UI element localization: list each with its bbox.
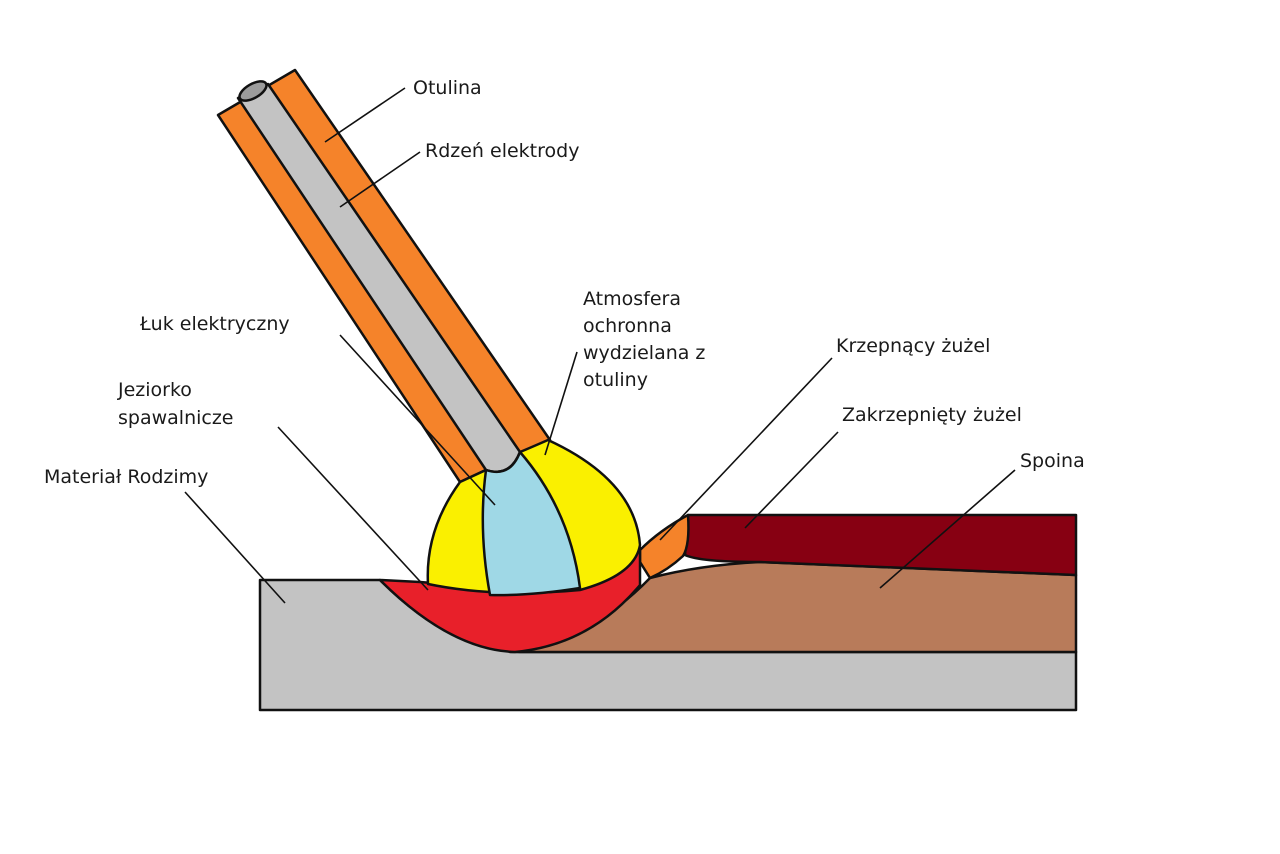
electric-arc xyxy=(481,450,582,597)
leader-zakrzepniety xyxy=(744,431,839,529)
solidifying-slag xyxy=(638,513,690,580)
label-krzepnacy: Krzepnący żużel xyxy=(836,335,990,357)
leader-material xyxy=(184,491,286,604)
label-material: Materiał Rodzimy xyxy=(44,466,208,488)
solidified-slag xyxy=(683,513,1078,577)
label-spoina: Spoina xyxy=(1020,450,1085,472)
label-jeziorko: Jeziorko spawalnicze xyxy=(117,379,234,429)
label-zakrzepniety: Zakrzepnięty żużel xyxy=(842,404,1022,426)
leader-jeziorko xyxy=(277,426,429,591)
label-rdzen: Rdzeń elektrody xyxy=(425,140,579,162)
label-atmosfera: Atmosfera ochronna wydzielana z otuliny xyxy=(583,288,711,391)
leader-luk xyxy=(339,334,496,506)
leader-spoina xyxy=(879,469,1016,589)
leader-krzepnacy xyxy=(659,357,833,541)
leader-atmosfera xyxy=(544,351,578,456)
electrode-core-tip xyxy=(238,80,268,102)
leader-rdzen xyxy=(339,151,421,208)
label-otulina: Otulina xyxy=(413,77,482,99)
label-luk: Łuk elektryczny xyxy=(139,313,290,335)
leader-otulina xyxy=(324,87,406,143)
